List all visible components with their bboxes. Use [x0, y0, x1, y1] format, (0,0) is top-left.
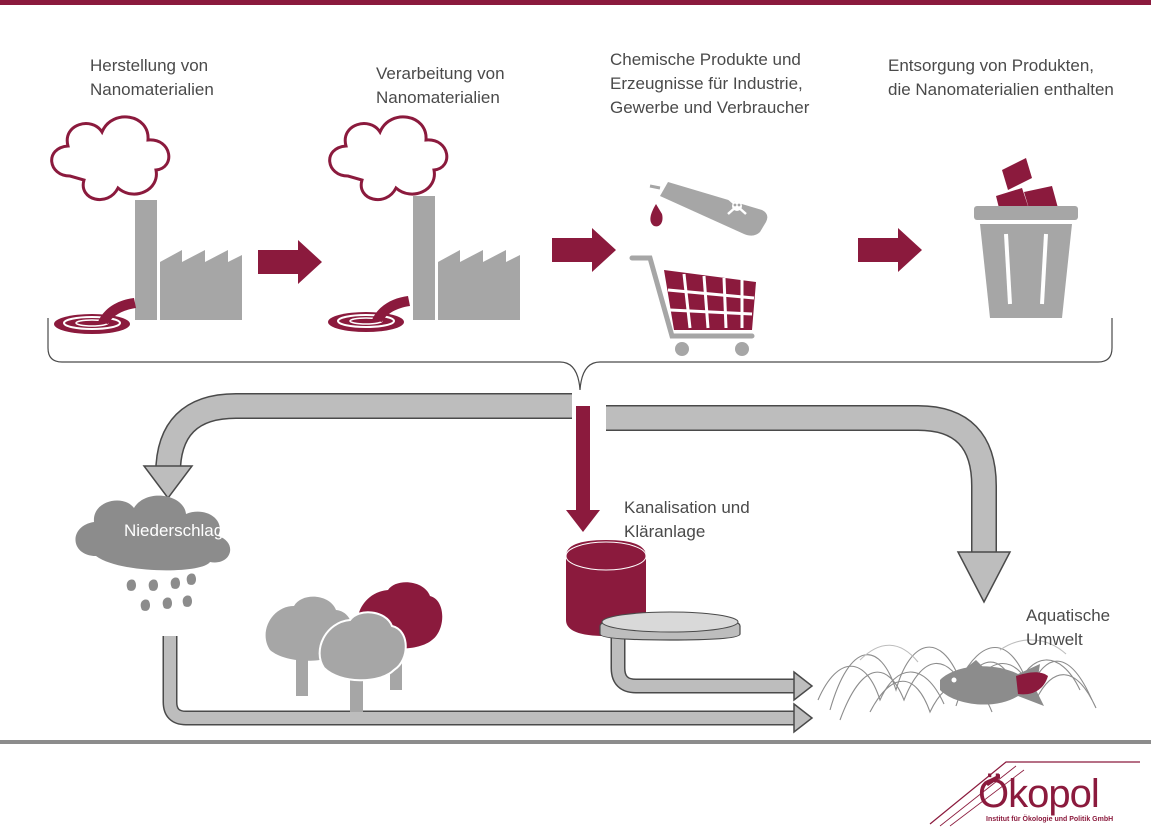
stage-label-line: Chemische Produkte und — [610, 50, 801, 69]
aquatic-label-line: Umwelt — [1026, 630, 1083, 649]
arrow-right-icon — [258, 240, 322, 284]
arrow-right-icon — [858, 228, 922, 272]
shopping-cart-icon — [629, 255, 756, 356]
collecting-brace — [47, 318, 1113, 391]
stage-label-line: Verarbeitung von — [376, 64, 505, 83]
aquatic-label-line: Aquatische — [1026, 606, 1111, 625]
oekopol-logo — [929, 761, 1140, 827]
cloud-icon — [50, 115, 171, 201]
factory-icon — [413, 196, 520, 320]
flow-arrow-to-precipitation — [142, 393, 572, 500]
bottom-rule — [0, 740, 1151, 744]
stage-label-line: Nanomaterialien — [90, 80, 214, 99]
sewage-label-line: Kanalisation und — [624, 498, 750, 517]
stage-label-line: Gewerbe und Verbraucher — [610, 98, 810, 117]
flow-arrow-to-aquatic — [606, 405, 1012, 604]
aquatic-label: Aquatische Umwelt — [1026, 604, 1110, 652]
stage-label-line: Erzeugnisse für Industrie, — [610, 74, 803, 93]
flow-arrow-rain-to-water — [162, 636, 814, 734]
logo-name: Ökopol — [978, 772, 1100, 816]
stage-label-processing: Verarbeitung von Nanomaterialien — [376, 62, 505, 110]
stage-label-line: Herstellung von — [90, 56, 209, 75]
discharge-icon — [54, 298, 136, 334]
fish-icon — [940, 660, 1048, 706]
treatment-plant-icon — [565, 540, 741, 641]
sewage-label-line: Kläranlage — [624, 522, 706, 541]
cloud-icon — [328, 115, 449, 201]
trash-can-icon — [974, 158, 1078, 318]
precipitation-label: Niederschlag — [124, 521, 224, 540]
sewage-label: Kanalisation und Kläranlage — [624, 496, 750, 544]
stage-label-products: Chemische Produkte und Erzeugnisse für I… — [610, 48, 809, 120]
rain-cloud-icon — [75, 495, 231, 611]
stage-label-line: Entsorgung von Produkten, — [888, 56, 1095, 75]
tree-icon — [318, 611, 407, 712]
stage-label-line: Nanomaterialien — [376, 88, 500, 107]
flow-arrow-plant-to-water — [610, 632, 814, 702]
stage-label-disposal: Entsorgung von Produkten, die Nanomateri… — [888, 54, 1114, 102]
arrow-right-icon — [552, 228, 616, 272]
factory-icon — [135, 200, 242, 320]
discharge-icon — [328, 296, 410, 332]
top-rule — [0, 0, 1151, 5]
test-tube-icon — [649, 182, 768, 236]
skull-icon — [727, 197, 747, 215]
stage-label-production: Herstellung von Nanomaterialien — [90, 54, 214, 102]
logo-subtitle: Institut für Ökologie und Politik GmbH — [986, 816, 1114, 823]
stage-label-line: die Nanomaterialien enthalten — [888, 80, 1114, 99]
flow-arrow-to-sewage — [566, 406, 600, 532]
